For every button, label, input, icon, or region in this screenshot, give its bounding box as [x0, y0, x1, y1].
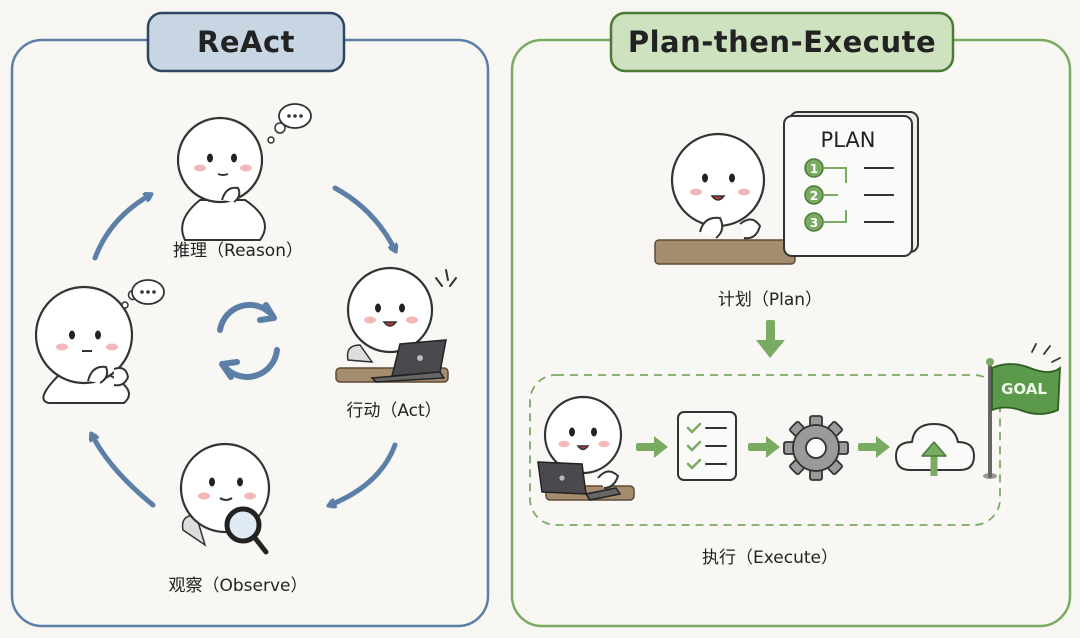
execute-character: [537, 395, 635, 501]
flow-arrow-1: [636, 436, 668, 458]
arrow-plan-to-execute: [756, 320, 785, 358]
arrow-act-to-observe: [330, 442, 398, 505]
laptop-icon: [370, 339, 447, 383]
observe-label: 观察（Observe）: [168, 576, 308, 596]
plan-step-2: 2: [810, 189, 818, 203]
cloud-upload-icon: [894, 422, 976, 476]
observe-character: [179, 442, 271, 555]
execute-flow-arrows: [636, 436, 890, 458]
arrow-reason-to-act: [332, 185, 395, 250]
flow-arrow-2: [748, 436, 780, 458]
gear-icon: [783, 415, 849, 481]
arrow-observe-to-start: [92, 435, 156, 508]
laptop-icon: [537, 461, 622, 501]
act-label: 行动（Act）: [346, 401, 442, 421]
reason-character: [176, 116, 266, 241]
plan-character: [654, 132, 796, 265]
cycle-arrows-icon: [217, 301, 280, 380]
checklist-icon: [677, 411, 737, 481]
act-character: [335, 266, 457, 383]
goal-flag-label: GOAL: [1001, 380, 1047, 398]
execute-label: 执行（Execute）: [702, 548, 838, 568]
plan-step-3: 3: [810, 216, 818, 230]
arrow-observe-to-reason: [92, 195, 150, 261]
plan-step-1: 1: [810, 162, 818, 176]
plan-steps: 1 2 3: [804, 158, 894, 232]
plan-board-title: PLAN: [821, 128, 876, 152]
cycle-arrows: [92, 185, 398, 508]
magnifier-icon: [224, 506, 269, 555]
plan-title-pill: [609, 11, 955, 73]
thought-bubble-icon: [121, 279, 165, 309]
plan-execute-title: Plan-then-Execute: [627, 25, 937, 59]
react-title-pill: [146, 11, 346, 73]
thought-bubble-icon: [267, 103, 312, 144]
execute-box: [529, 374, 1001, 526]
thinker-character: [34, 285, 134, 404]
goal-flag-icon: GOAL: [983, 343, 1061, 479]
react-title: ReAct: [197, 25, 295, 59]
plan-label: 计划（Plan）: [717, 290, 823, 310]
flow-arrow-3: [858, 436, 890, 458]
reason-label: 推理（Reason）: [173, 241, 303, 261]
plan-board: PLAN 1 2 3: [783, 111, 919, 257]
